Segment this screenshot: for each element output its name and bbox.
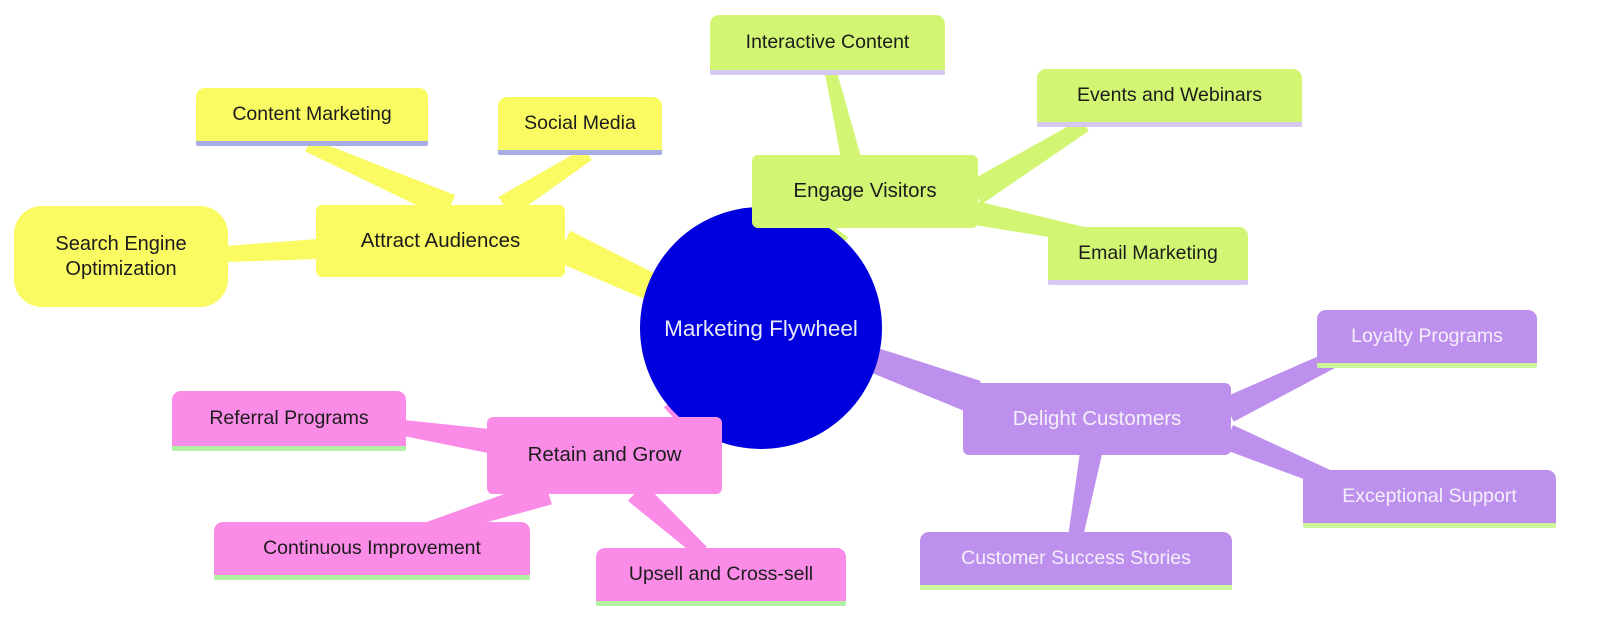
leaf-label: Email Marketing [1078, 241, 1218, 264]
node-content-marketing: Content Marketing [196, 88, 428, 146]
node-attract-audiences: Attract Audiences [316, 205, 565, 277]
node-exceptional-support: Exceptional Support [1303, 470, 1556, 528]
link-attract-to-content [305, 138, 456, 219]
leaf-label: Exceptional Support [1342, 484, 1517, 507]
branch-label: Delight Customers [1012, 406, 1182, 430]
leaf-label: Referral Programs [209, 406, 369, 429]
leaf-label: Continuous Improvement [263, 536, 481, 559]
node-search-engine-optimization: Search Engine Optimization [14, 206, 228, 307]
leaf-label: Customer Success Stories [961, 546, 1191, 569]
leaf-label: Social Media [524, 111, 636, 134]
leaf-label: Events and Webinars [1077, 83, 1262, 106]
link-attract-to-social [498, 148, 592, 218]
node-engage-visitors: Engage Visitors [752, 155, 978, 228]
link-retain-to-referral [402, 420, 491, 453]
leaf-label: Upsell and Cross-sell [628, 562, 814, 585]
root-label: Marketing Flywheel [664, 315, 858, 341]
node-delight-customers: Delight Customers [963, 383, 1231, 455]
leaf-label: Search Engine Optimization [55, 232, 187, 280]
node-events-and-webinars: Events and Webinars [1037, 69, 1302, 127]
node-retain-and-grow: Retain and Grow [487, 417, 722, 494]
branch-label: Retain and Grow [527, 443, 682, 467]
node-customer-success-stories: Customer Success Stories [920, 532, 1232, 590]
link-retain-to-upsell [627, 483, 707, 558]
node-referral-programs: Referral Programs [172, 391, 406, 451]
node-upsell-and-cross-sell: Upsell and Cross-sell [596, 548, 846, 606]
branch-label: Attract Audiences [360, 228, 521, 252]
link-delight-to-stories [1068, 451, 1102, 536]
link-engage-to-events [968, 119, 1089, 205]
node-interactive-content: Interactive Content [710, 15, 945, 75]
node-email-marketing: Email Marketing [1048, 227, 1248, 285]
link-root-to-delight [855, 343, 981, 413]
leaf-label: Loyalty Programs [1351, 324, 1503, 347]
node-marketing-flywheel: Marketing Flywheel [640, 207, 882, 449]
branch-label: Engage Visitors [793, 179, 937, 203]
node-social-media: Social Media [498, 97, 662, 155]
leaf-label: Content Marketing [232, 102, 392, 125]
leaf-label: Interactive Content [745, 30, 910, 53]
link-engage-to-interactive [825, 71, 861, 161]
node-continuous-improvement: Continuous Improvement [214, 522, 530, 580]
link-attract-to-seo [224, 239, 319, 262]
node-loyalty-programs: Loyalty Programs [1317, 310, 1537, 368]
